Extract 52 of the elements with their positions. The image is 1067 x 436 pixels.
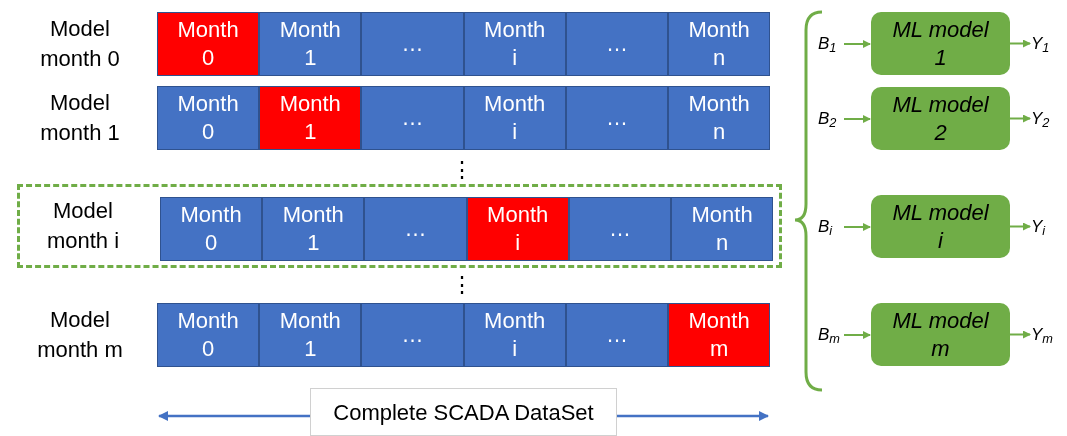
input-variable: B$_{i}$ bbox=[818, 214, 844, 240]
output-variable: Y$_{m}$ bbox=[1031, 322, 1061, 368]
dashed-group-frame bbox=[17, 184, 782, 268]
arrow bbox=[1009, 39, 1031, 48]
model-box: ML model m bbox=[871, 303, 1010, 366]
input-variable: B$_{1}$ bbox=[818, 31, 844, 57]
input-variable: B$_{m}$ bbox=[818, 322, 844, 348]
row-label: Model month 0 bbox=[39, 15, 121, 73]
month-cell: Month m bbox=[668, 303, 771, 367]
month-cell: Month 1 bbox=[259, 86, 362, 150]
month-cell: … bbox=[361, 303, 464, 367]
vertical-ellipsis: ⋮ bbox=[452, 156, 472, 184]
month-cell: Month 1 bbox=[259, 12, 362, 76]
month-cell: Month i bbox=[463, 12, 566, 76]
month-cell: Month 0 bbox=[160, 197, 263, 261]
month-cell: Month i bbox=[463, 86, 566, 150]
month-cell: … bbox=[565, 303, 668, 367]
dataset-label: Complete SCADA DataSet bbox=[310, 388, 617, 436]
output-variable: Y$_{1}$ bbox=[1031, 31, 1061, 57]
month-cell: Month 1 bbox=[262, 197, 365, 261]
month-cell: Month 0 bbox=[157, 86, 260, 150]
vertical-ellipsis: ⋮ bbox=[452, 271, 472, 299]
row-label: Model month 1 bbox=[39, 89, 121, 147]
arrow bbox=[843, 115, 871, 123]
row-label: Model month i bbox=[45, 197, 121, 255]
model-box: ML model 1 bbox=[871, 12, 1010, 75]
arrow bbox=[1009, 330, 1031, 339]
arrow bbox=[843, 223, 871, 231]
month-cell: Month n bbox=[668, 12, 771, 76]
month-cell: Month n bbox=[671, 197, 774, 261]
month-cell: Month 0 bbox=[157, 12, 260, 76]
month-cell: Month n bbox=[668, 86, 771, 150]
arrow bbox=[1009, 222, 1031, 231]
output-variable: Y$_{2}$ bbox=[1031, 106, 1061, 132]
arrow bbox=[843, 40, 871, 48]
model-box: ML model i bbox=[871, 195, 1010, 258]
month-cell: … bbox=[565, 12, 668, 76]
input-variable: B$_{2}$ bbox=[818, 106, 844, 132]
month-cell: Month 1 bbox=[259, 303, 362, 367]
month-cell: … bbox=[568, 197, 671, 261]
month-cell: … bbox=[364, 197, 467, 261]
month-cell: … bbox=[361, 12, 464, 76]
month-cell: Month 0 bbox=[157, 303, 260, 367]
arrow bbox=[1009, 114, 1031, 123]
month-cell: Month i bbox=[466, 197, 569, 261]
month-cell: Month i bbox=[463, 303, 566, 367]
model-box: ML model 2 bbox=[871, 87, 1010, 150]
month-cell: … bbox=[565, 86, 668, 150]
arrow bbox=[843, 331, 871, 339]
row-label: Model month m bbox=[36, 306, 124, 364]
month-cell: … bbox=[361, 86, 464, 150]
output-variable: Y$_{i}$ bbox=[1031, 214, 1061, 240]
